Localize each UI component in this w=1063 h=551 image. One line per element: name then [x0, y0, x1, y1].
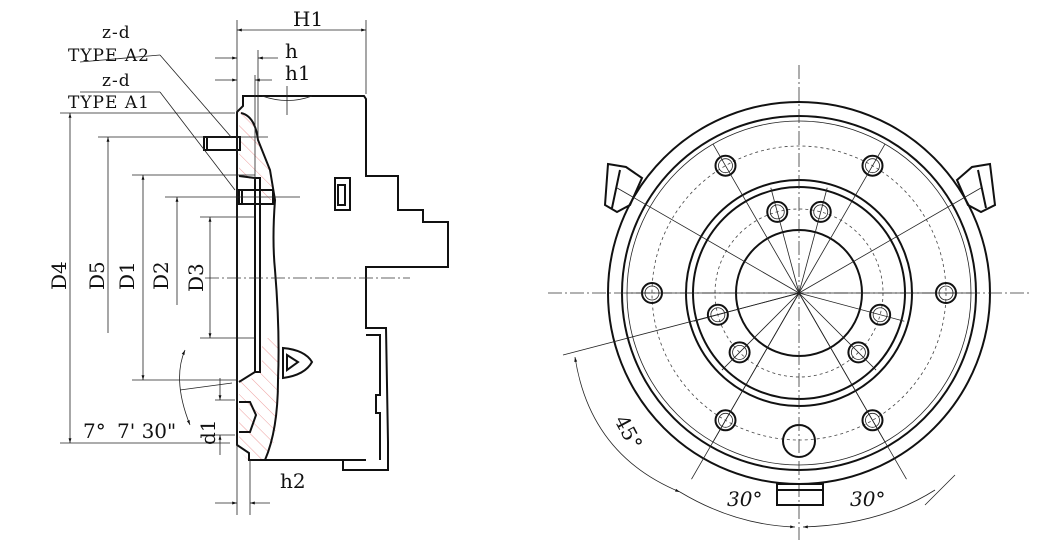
- outer-bolt-hole-inner: [865, 412, 880, 428]
- inner-bolt-hole: [869, 303, 892, 326]
- inner-bolt-hole: [706, 303, 729, 326]
- radial-line: [798, 143, 886, 294]
- angle-dimensions: [562, 292, 956, 529]
- lug-right: [955, 162, 997, 214]
- section-hatch-upper: [239, 112, 275, 200]
- radial-line: [712, 143, 800, 294]
- section-hatch-lower: [239, 338, 280, 460]
- angle-ref-line: [798, 292, 907, 480]
- outer-bolt-hole-inner: [865, 158, 880, 174]
- chuck-body-outline: [236, 95, 449, 471]
- label-D1: D1: [115, 261, 139, 290]
- radial-line: [721, 292, 800, 371]
- lugs: [603, 162, 997, 506]
- inner-bolt-hole-inner: [710, 307, 726, 323]
- outer-bolt-hole: [861, 154, 884, 177]
- outer-bolt-hole: [714, 409, 737, 432]
- label-h: h: [285, 39, 298, 63]
- label-D2: D2: [149, 261, 173, 290]
- lower-jaw-detail: [366, 334, 381, 460]
- extension-lines: [60, 20, 367, 515]
- lug-left: [603, 162, 644, 214]
- label-d1: d1: [196, 419, 220, 445]
- lug-axis-line: [798, 187, 982, 294]
- radial-line: [798, 187, 828, 294]
- lug-axis-line: [616, 187, 800, 294]
- angle-ref-line: [691, 292, 800, 480]
- label-h1: h1: [285, 61, 311, 85]
- label-H1: H1: [293, 7, 323, 31]
- recess-lines: [238, 175, 261, 383]
- inner-bolt-hole: [847, 341, 870, 364]
- radial-line: [798, 292, 877, 371]
- label-zd-a2: z-d: [102, 23, 131, 43]
- counterbore-d1: [239, 401, 258, 433]
- key-slot: [282, 346, 314, 380]
- dimension-lines: [68, 28, 366, 505]
- inner-bolt-hole-inner: [850, 344, 866, 360]
- inner-bolt-hole: [766, 200, 789, 223]
- inner-bolt-hole-inner: [769, 204, 785, 220]
- inner-bolt-hole-inner: [732, 344, 748, 360]
- label-D4: D4: [47, 261, 71, 290]
- jaw-detail: [334, 177, 351, 211]
- outer-bolt-hole: [714, 154, 737, 177]
- label-D3: D3: [184, 263, 208, 292]
- side-view: H1 h h1 z-d TYPE A2 z-d TYPE A1 h2 D4 D5…: [47, 7, 449, 515]
- outer-bolt-hole: [861, 409, 884, 432]
- front-face: [240, 112, 280, 461]
- inner-bolt-hole: [809, 200, 832, 223]
- top-notch: [261, 86, 313, 115]
- label-h2: h2: [280, 469, 306, 493]
- label-D5: D5: [85, 261, 109, 290]
- label-angle-30-left: 30°: [727, 487, 762, 511]
- inner-bolt-hole-inner: [872, 307, 888, 323]
- lug-bottom: [776, 483, 824, 506]
- label-angle-7deg: 7°: [83, 419, 106, 443]
- outer-bolt-hole-inner: [718, 158, 733, 174]
- label-type-a2: TYPE A2: [68, 46, 150, 66]
- inner-bolt-hole-inner: [813, 204, 829, 220]
- outer-bolt-hole-inner: [718, 412, 733, 428]
- front-view: 45° 30° 30°: [548, 65, 1030, 540]
- label-angle-30-right: 30°: [850, 487, 885, 511]
- label-zd-a1: z-d: [102, 71, 131, 91]
- bolt-a2: [203, 136, 241, 151]
- label-angle-7min30: 7' 30": [117, 419, 176, 443]
- radial-line: [798, 292, 905, 322]
- inner-bolt-hole: [728, 341, 751, 364]
- radial-line: [770, 187, 800, 294]
- label-type-a1: TYPE A1: [68, 93, 150, 113]
- radial-lines: [616, 143, 982, 480]
